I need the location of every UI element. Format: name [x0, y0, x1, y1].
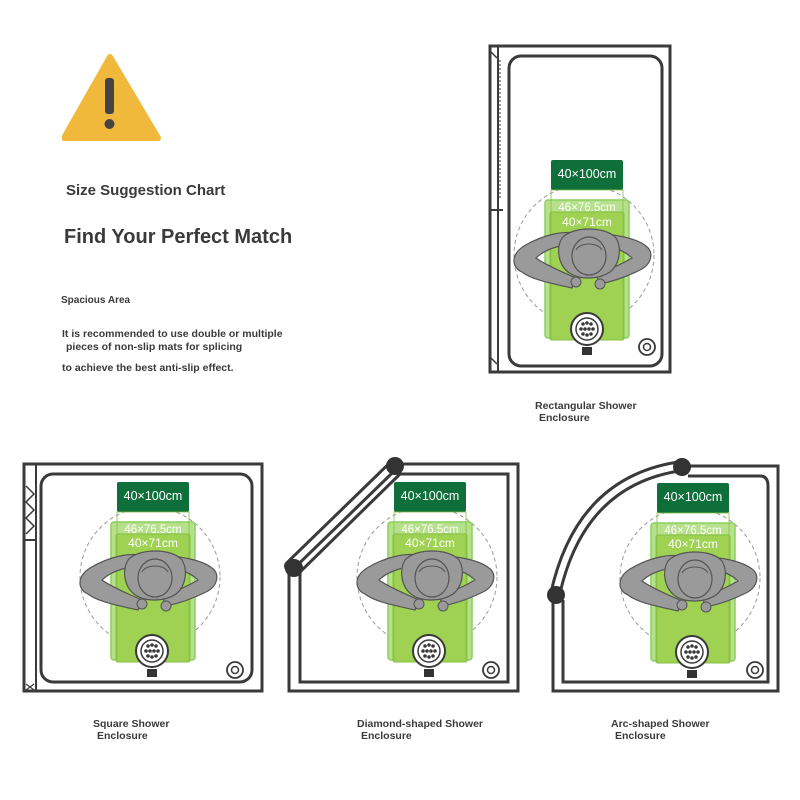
caption-arc: Arc-shaped Shower Enclosure [611, 718, 710, 742]
mat-large-label: 40×100cm [124, 489, 183, 503]
diamond-enclosure [284, 457, 520, 693]
mat-small-label: 40×71cm [668, 537, 718, 551]
area-label: Spacious Area [61, 295, 131, 306]
caption-line-2: Enclosure [97, 730, 148, 742]
caption-diamond: Diamond-shaped Shower Enclosure [357, 718, 483, 742]
mat-small-label: 40×71cm [128, 536, 178, 550]
caption-line-2: Enclosure [539, 412, 590, 424]
mat-large-label: 40×100cm [558, 167, 617, 181]
page-title: Find Your Perfect Match [64, 226, 293, 248]
mat-medium-label: 46×76.5cm [124, 524, 181, 536]
rectangular-enclosure [488, 44, 672, 374]
caption-line-2: Enclosure [615, 730, 666, 742]
caption-line-1: Arc-shaped Shower [611, 718, 710, 730]
mat-medium-label: 46×76.5cm [558, 202, 615, 214]
mat-large-label: 40×100cm [401, 489, 460, 503]
caption-rectangular: Rectangular Shower Enclosure [535, 400, 637, 424]
note-line-1: It is recommended to use double or multi… [62, 328, 283, 340]
caption-line-1: Rectangular Shower [535, 400, 637, 412]
caption-square: Square Shower Enclosure [93, 718, 169, 742]
mat-medium-label: 46×76.5cm [401, 524, 458, 536]
mat-small-label: 40×71cm [405, 536, 455, 550]
mat-large-label: 40×100cm [664, 490, 723, 504]
caption-line-1: Square Shower [93, 718, 170, 730]
arc-enclosure [547, 458, 780, 693]
note-line-2: pieces of non-slip mats for splicing [66, 341, 243, 353]
chart-subtitle: Size Suggestion Chart [66, 182, 226, 199]
note-line-3: to achieve the best anti-slip effect. [62, 362, 234, 374]
mat-medium-label: 46×76.5cm [664, 525, 721, 537]
caption-line-2: Enclosure [361, 730, 412, 742]
caption-line-1: Diamond-shaped Shower [357, 718, 484, 730]
square-enclosure [22, 462, 264, 693]
warning-icon [62, 54, 161, 141]
mat-small-label: 40×71cm [562, 215, 612, 229]
